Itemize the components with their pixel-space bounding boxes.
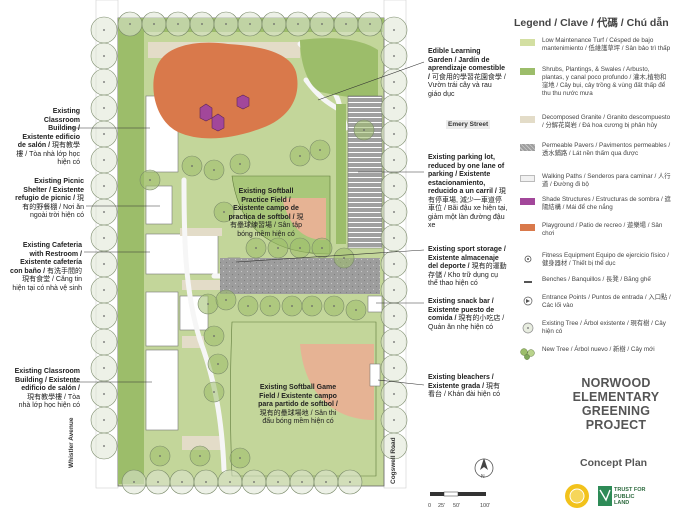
cogswell-road-label: Cogswell Road [390,437,397,484]
legend-swatch [520,224,535,231]
label-game-field: Existing Softball Game Field / Existente… [258,384,338,426]
legend-swatch [520,116,535,123]
playground [153,42,298,139]
legend-label: Decomposed Granite / Granito descompuest… [542,114,671,129]
concept-plan-label: Concept Plan [580,457,648,469]
legend-item: Playground / Patio de recreo / 遊樂場 / Sân… [520,222,672,238]
svg-text:N: N [481,474,485,480]
annotation-classroom-top: Existing Classroom Building / Existente … [16,108,80,167]
annotation-picnic-shelter: Existing Picnic Shelter / Existente refu… [15,178,84,220]
legend-label: Walking Paths / Senderos para caminar / … [542,173,671,188]
legend-swatch [520,278,535,285]
legend-label: Playground / Patio de recreo / 遊樂場 / Sân… [542,222,663,237]
legend-label: Low Maintenance Turf / Césped de bajo ma… [542,37,671,52]
legend-label: Entrance Points / Puntos de entrada / 入口… [542,294,671,309]
legend-swatch [520,322,535,334]
annotation-bleachers: Existing bleachers / Existente grada / 現… [428,374,500,399]
legend-item: Fitness Equipment Equipo de ejercicio fí… [520,252,672,268]
scale-label: 100' [480,503,491,509]
project-title-line: ELEMENTARY [572,390,660,404]
legend-label: Existing Tree / Árbol existente / 現有樹 / … [542,320,666,335]
annotation-snack-bar: Existing snack bar / Existente puesto de… [428,298,505,331]
north-arrow: N [474,458,494,480]
scale-label: 0 [428,503,432,509]
existing-trees [90,11,408,495]
scale-label: 25' [438,503,446,509]
trust-for-public-land-logo [598,486,612,506]
legend-item: Existing Tree / Árbol existente / 現有樹 / … [520,320,672,336]
legend-swatch [520,144,535,151]
legend-swatch [520,198,535,205]
legend-swatch [520,39,535,46]
cafeteria-building [145,233,219,275]
permeable-pavers-plaza [220,258,380,294]
scale-label: 50' [453,503,461,509]
legend-item: Decomposed Granite / Granito descompuest… [520,114,672,130]
leader-lines [66,61,425,386]
bleachers [369,363,381,387]
label-practice-field: Existing Softball Practice Field / Exist… [228,188,304,238]
scale-bar [430,491,486,497]
legend-swatch [520,254,535,263]
legend-label: Shrubs, Plantings, & Swales / Arbusto, p… [542,66,667,97]
legend-label: Permeable Pavers / Pavimentos permeables… [542,142,671,157]
emery-street-label: Emery Street [446,120,491,129]
annotation-sport-storage: Existing sport storage / Existente almac… [428,246,507,288]
legend-label: New Tree / Árbol nuevo / 新樹 / Cây mới [542,346,655,353]
trust-logo-text: TRUST FOR PUBLIC LAND [614,487,646,507]
legend-swatch [520,348,535,360]
school-logo [565,484,589,508]
legend-item: Shrubs, Plantings, & Swales / Arbusto, p… [520,66,672,97]
classroom-building-south-a [145,291,179,347]
legend-item: Benches / Banquillos / 長凳 / Băng ghế [520,276,672,285]
picnic-shelter [145,185,173,225]
classroom-building-south-b [145,349,179,431]
annotation-edible-garden: Edible Learning Garden / Jardín de apren… [428,48,506,98]
project-title-line: NORWOOD [581,376,651,390]
shade-structures [199,94,250,132]
project-title: NORWOOD ELEMENTARY GREENING PROJECT [560,376,672,432]
new-trees [139,119,375,469]
legend-label: Benches / Banquillos / 長凳 / Băng ghế [542,276,651,283]
legend-swatch [520,296,535,306]
legend-item: Low Maintenance Turf / Césped de bajo ma… [520,37,672,53]
legend-item: Permeable Pavers / Pavimentos permeables… [520,142,672,158]
legend-item: New Tree / Árbol nuevo / 新樹 / Cây mới [520,346,672,360]
legend-swatch [520,175,535,182]
legend-item: Shade Structures / Estructuras de sombra… [520,196,672,212]
project-title-line: GREENING [581,404,651,418]
legend-item: Entrance Points / Puntos de entrada / 入口… [520,294,672,310]
annotation-parking-lot: Existing parking lot, reduced by one lan… [428,154,508,230]
legend-title: Legend / Clave / 代碼 / Chú dẫn [514,17,669,29]
annotation-cafeteria: Existing Cafeteria with Restroom / Exist… [10,242,82,292]
legend-label: Shade Structures / Estructuras de sombra… [542,196,671,211]
project-title-line: PROJECT [585,418,647,432]
legend-item: Walking Paths / Senderos para caminar / … [520,173,672,189]
legend-swatch [520,68,535,75]
snack-bar [367,295,383,313]
legend-label: Fitness Equipment Equipo de ejercicio fí… [542,252,670,267]
annotation-classroom-bottom: Existing Classroom Building / Existente … [14,368,80,410]
